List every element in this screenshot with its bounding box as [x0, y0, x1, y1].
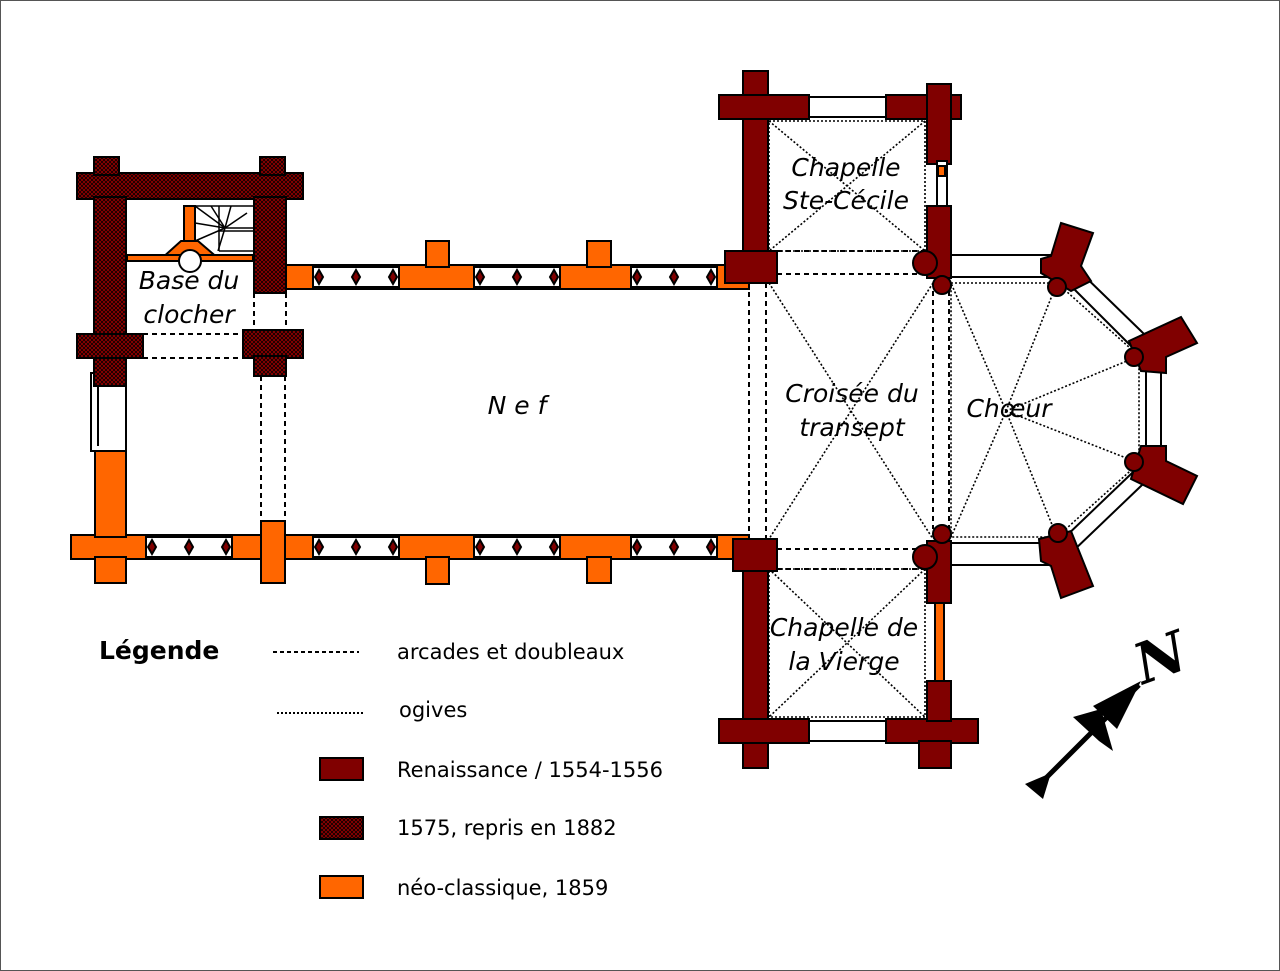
mullion	[511, 537, 523, 557]
mullion	[631, 267, 643, 287]
legend-item-neo: néo-classique, 1859	[397, 876, 608, 900]
mullion	[350, 537, 362, 557]
arcades	[143, 250, 950, 570]
legend-item-renaissance: Renaissance / 1554-1556	[397, 758, 663, 782]
mullion	[313, 537, 325, 557]
south-chapel-walls	[718, 524, 979, 769]
bell-tower	[76, 156, 304, 387]
mullion	[350, 267, 362, 287]
choir-rib	[1005, 410, 1058, 538]
legend-item-ogives: ogives	[399, 698, 467, 722]
legend-item-1575: 1575, repris en 1882	[397, 816, 617, 840]
mullion	[548, 267, 560, 287]
choir-walls	[950, 221, 1199, 600]
legend-title: Légende	[99, 636, 219, 665]
legend-1575-swatch	[319, 816, 364, 840]
north-chapel-walls	[718, 70, 962, 295]
legend-neo-swatch	[319, 875, 364, 899]
nave-windows	[145, 266, 718, 558]
mullion	[705, 267, 717, 287]
mullion	[474, 537, 486, 557]
legend: Légende arcades et doubleaux ogives Rena…	[99, 636, 663, 900]
mullion	[668, 267, 680, 287]
label-chapelle-sud-1: Chapelle de	[770, 613, 918, 642]
choir-rib	[950, 410, 1007, 538]
mullion	[548, 537, 560, 557]
mullion	[387, 537, 399, 557]
label-base-clocher-2: clocher	[143, 300, 236, 329]
mullion	[220, 537, 232, 557]
room-labels: Base du clocher N e f Croisée du transep…	[139, 153, 1054, 676]
mullion	[474, 267, 486, 287]
mullion	[705, 537, 717, 557]
mullion	[387, 267, 399, 287]
mullion	[146, 537, 158, 557]
staircase	[126, 205, 254, 273]
choir-rib	[950, 282, 1007, 412]
mullion	[511, 267, 523, 287]
legend-item-arcades: arcades et doubleaux	[397, 640, 624, 664]
mullion	[631, 537, 643, 557]
label-chapelle-nord-1: Chapelle	[791, 153, 900, 182]
mullion	[668, 537, 680, 557]
legend-renaissance-swatch	[319, 757, 364, 781]
mullion	[313, 267, 325, 287]
label-nef: N e f	[488, 391, 550, 420]
north-arrow: N	[1025, 618, 1198, 799]
label-croisee-2: transept	[799, 413, 906, 442]
label-croisee-1: Croisée du	[785, 379, 918, 408]
label-chapelle-sud-2: la Vierge	[788, 647, 899, 676]
mullion	[183, 537, 195, 557]
label-choeur: Chœur	[966, 394, 1053, 423]
label-base-clocher-1: Base du	[139, 266, 240, 295]
choir-rib	[1005, 282, 1058, 412]
label-chapelle-nord-2: Ste-Cécile	[783, 186, 909, 215]
